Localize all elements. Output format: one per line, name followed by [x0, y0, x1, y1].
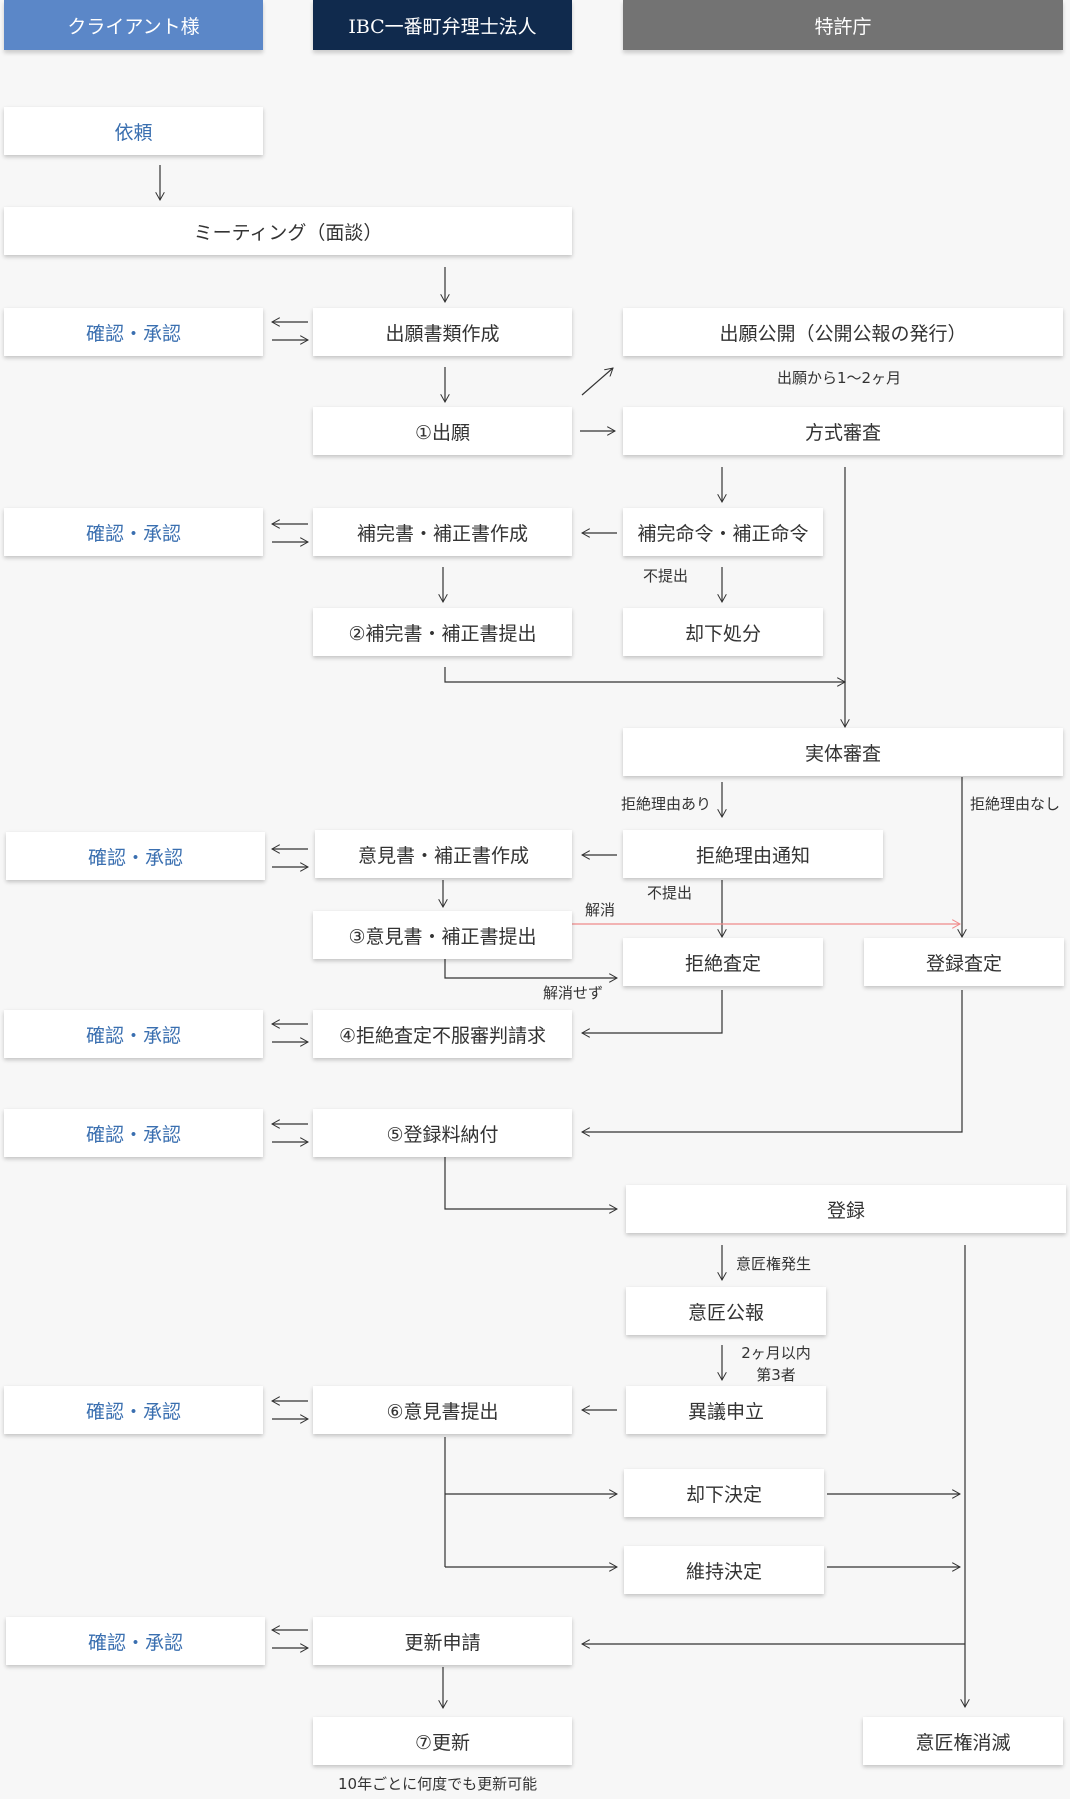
- box-confirm-1: 確認・承認: [4, 308, 263, 356]
- box-filing: ①出願: [313, 407, 572, 455]
- label-not-resolved: 解消せず: [543, 984, 604, 1002]
- box-formal-exam: 方式審査: [623, 407, 1063, 455]
- box-renewal-request: 更新申請: [313, 1617, 572, 1665]
- box-confirm-7: 確認・承認: [6, 1617, 265, 1665]
- box-prepare-docs: 出願書類作成: [313, 308, 572, 356]
- label-reason-none: 拒絶理由なし: [970, 795, 1061, 813]
- box-confirm-3: 確認・承認: [6, 832, 265, 880]
- box-registration: 登録: [626, 1185, 1066, 1233]
- label-within-two-months: 2ヶ月以内: [741, 1344, 811, 1362]
- box-maintenance: 維持決定: [624, 1546, 824, 1594]
- box-dismissal: 却下決定: [624, 1469, 824, 1517]
- box-confirm-2: 確認・承認: [4, 508, 263, 556]
- box-supplement-submit: ②補完書・補正書提出: [313, 608, 572, 656]
- box-request: 依頼: [4, 107, 263, 155]
- label-not-submitted-2: 不提出: [647, 884, 693, 902]
- box-refusal-decision: 拒絶査定: [623, 938, 823, 986]
- box-renewal: ⑦更新: [313, 1717, 572, 1765]
- box-opinion-submit: ③意見書・補正書提出: [313, 911, 572, 959]
- label-resolved: 解消: [585, 901, 616, 919]
- box-supplement-prepare: 補完書・補正書作成: [313, 508, 572, 556]
- box-publication: 出願公開（公開公報の発行）: [623, 308, 1063, 356]
- label-third-party: 第3者: [756, 1366, 796, 1384]
- label-right-arises: 意匠権発生: [736, 1255, 812, 1273]
- box-design-gazette: 意匠公報: [626, 1287, 826, 1335]
- box-right-extinction: 意匠権消滅: [863, 1717, 1063, 1765]
- label-publish-timing: 出願から1〜2ヶ月: [777, 369, 902, 387]
- header-ibc: IBC一番町弁理士法人: [313, 0, 572, 50]
- label-renewal-note: 10年ごとに何度でも更新可能: [338, 1775, 538, 1793]
- box-fee-payment: ⑤登録料納付: [313, 1109, 572, 1157]
- box-substantive-exam: 実体審査: [623, 728, 1063, 776]
- box-opinion-filing: ⑥意見書提出: [313, 1386, 572, 1434]
- box-confirm-5: 確認・承認: [4, 1109, 263, 1157]
- label-not-submitted-1: 不提出: [643, 567, 689, 585]
- box-meeting: ミーティング（面談）: [4, 207, 572, 255]
- box-refusal-notice: 拒絶理由通知: [623, 830, 883, 878]
- box-opposition: 異議申立: [626, 1386, 826, 1434]
- header-jpo: 特許庁: [623, 0, 1063, 50]
- header-client: クライアント様: [4, 0, 263, 50]
- box-appeal: ④拒絶査定不服審判請求: [313, 1010, 572, 1058]
- box-registration-decision: 登録査定: [864, 938, 1064, 986]
- box-confirm-6: 確認・承認: [4, 1386, 263, 1434]
- box-rejection-disposal: 却下処分: [623, 608, 823, 656]
- box-opinion-prepare: 意見書・補正書作成: [315, 830, 572, 878]
- box-supplement-order: 補完命令・補正命令: [623, 508, 823, 556]
- label-reason-exists: 拒絶理由あり: [621, 795, 712, 813]
- box-confirm-4: 確認・承認: [4, 1010, 263, 1058]
